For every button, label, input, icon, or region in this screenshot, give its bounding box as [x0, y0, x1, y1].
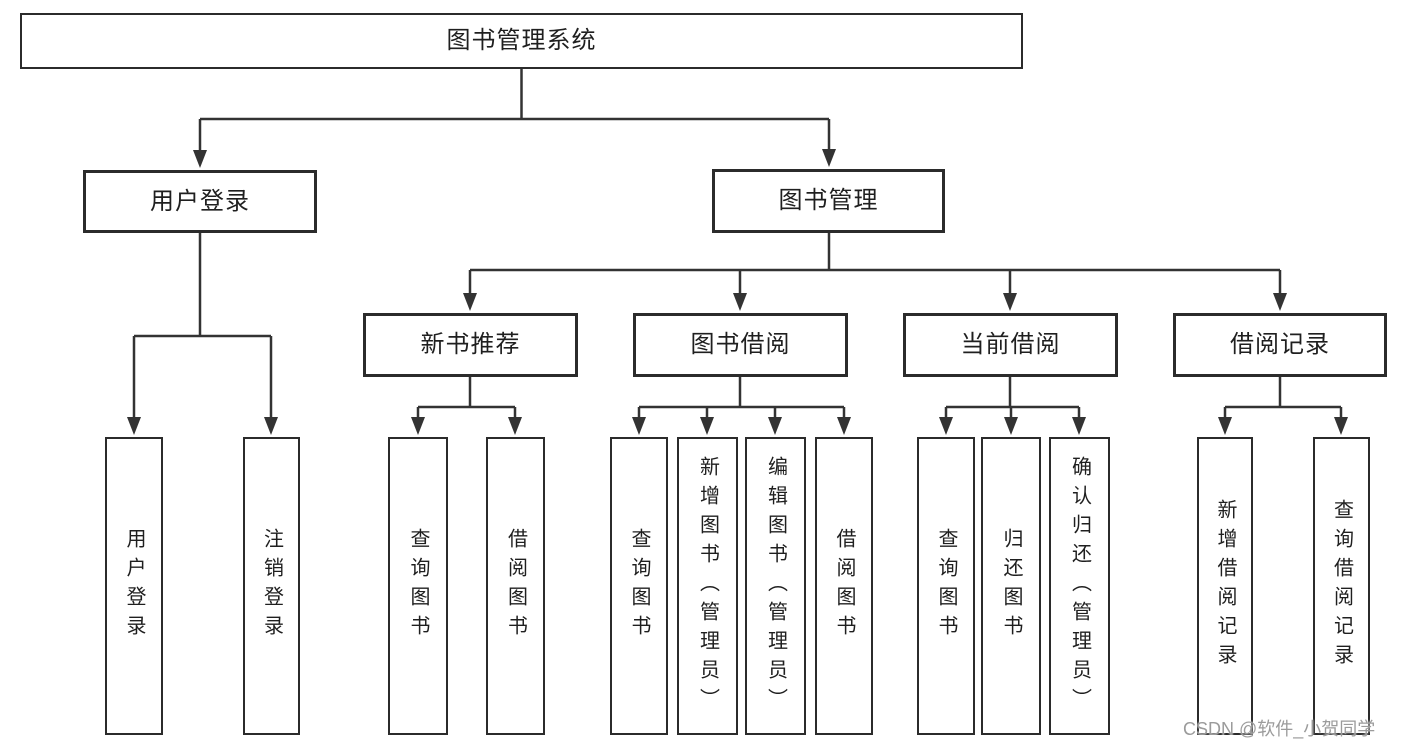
- node-user-login: 用户登录: [83, 170, 317, 233]
- arrowhead-icon: [193, 150, 207, 168]
- arrowhead-icon: [837, 417, 851, 435]
- leaf-user-login: 用户登录: [105, 437, 163, 735]
- arrowhead-icon: [1003, 293, 1017, 311]
- node-new-book-recommend-label: 新书推荐: [420, 331, 521, 358]
- arrowhead-icon: [768, 417, 782, 435]
- arrowhead-icon: [700, 417, 714, 435]
- leaf-add-borrow-record-label: 新增借阅记录: [1214, 499, 1236, 673]
- watermark-text: CSDN @软件_小贺同学: [1183, 719, 1376, 739]
- connector-user-login-children: [127, 233, 278, 435]
- arrowhead-icon: [1004, 417, 1018, 435]
- leaf-add-books-admin: 新增图书（管理员）: [677, 437, 738, 735]
- connector-current-borrow-children: [939, 377, 1086, 435]
- leaf-user-login-label: 用户登录: [123, 528, 145, 644]
- arrowhead-icon: [733, 293, 747, 311]
- leaf-query-books-2: 查询图书: [610, 437, 668, 735]
- arrowhead-icon: [463, 293, 477, 311]
- leaf-query-borrow-record: 查询借阅记录: [1313, 437, 1370, 735]
- node-book-borrowing: 图书借阅: [633, 313, 848, 377]
- leaf-logout-label: 注销登录: [260, 528, 283, 644]
- connector-book-borrow-children: [632, 377, 851, 435]
- node-new-book-recommend: 新书推荐: [363, 313, 578, 377]
- leaf-confirm-return-admin: 确认归还（管理员）: [1049, 437, 1110, 735]
- node-book-borrowing-label: 图书借阅: [690, 331, 791, 358]
- arrowhead-icon: [264, 417, 278, 435]
- arrowhead-icon: [1218, 417, 1232, 435]
- connector-book-mgmt-children: [463, 233, 1287, 311]
- leaf-query-borrow-record-label: 查询借阅记录: [1330, 499, 1353, 673]
- leaf-borrow-books-2-label: 借阅图书: [833, 528, 855, 644]
- arrowhead-icon: [1334, 417, 1348, 435]
- arrowhead-icon: [508, 417, 522, 435]
- leaf-confirm-return-admin-label: 确认归还（管理员）: [1068, 455, 1091, 717]
- leaf-return-books: 归还图书: [981, 437, 1041, 735]
- leaf-edit-books-admin-label: 编辑图书（管理员）: [764, 455, 787, 717]
- leaf-add-books-admin-label: 新增图书（管理员）: [696, 455, 719, 717]
- leaf-query-books-3: 查询图书: [917, 437, 975, 735]
- leaf-borrow-books-1-label: 借阅图书: [504, 528, 527, 644]
- leaf-borrow-books-1: 借阅图书: [486, 437, 545, 735]
- node-borrow-records: 借阅记录: [1173, 313, 1387, 377]
- connector-root-to-level1: [193, 69, 836, 168]
- node-current-borrowing: 当前借阅: [903, 313, 1118, 377]
- arrowhead-icon: [632, 417, 646, 435]
- node-root: 图书管理系统: [20, 13, 1023, 69]
- arrowhead-icon: [939, 417, 953, 435]
- leaf-add-borrow-record: 新增借阅记录: [1197, 437, 1253, 735]
- node-book-management-label: 图书管理: [778, 187, 879, 214]
- leaf-query-books-1-label: 查询图书: [407, 528, 429, 644]
- leaf-query-books-1: 查询图书: [388, 437, 448, 735]
- arrowhead-icon: [822, 149, 836, 167]
- arrowhead-icon: [1273, 293, 1287, 311]
- arrowhead-icon: [127, 417, 141, 435]
- leaf-logout: 注销登录: [243, 437, 300, 735]
- node-book-management: 图书管理: [712, 169, 945, 233]
- node-borrow-records-label: 借阅记录: [1230, 331, 1330, 358]
- connector-borrow-records-children: [1218, 377, 1348, 435]
- node-user-login-label: 用户登录: [150, 187, 250, 215]
- node-root-label: 图书管理系统: [446, 27, 597, 54]
- leaf-query-books-2-label: 查询图书: [628, 528, 650, 644]
- leaf-edit-books-admin: 编辑图书（管理员）: [745, 437, 806, 735]
- connector-new-book-rec-children: [411, 377, 522, 435]
- arrowhead-icon: [1072, 417, 1086, 435]
- leaf-borrow-books-2: 借阅图书: [815, 437, 873, 735]
- leaf-return-books-label: 归还图书: [1000, 528, 1022, 644]
- leaf-query-books-3-label: 查询图书: [935, 528, 957, 644]
- arrowhead-icon: [411, 417, 425, 435]
- node-current-borrowing-label: 当前借阅: [960, 331, 1061, 358]
